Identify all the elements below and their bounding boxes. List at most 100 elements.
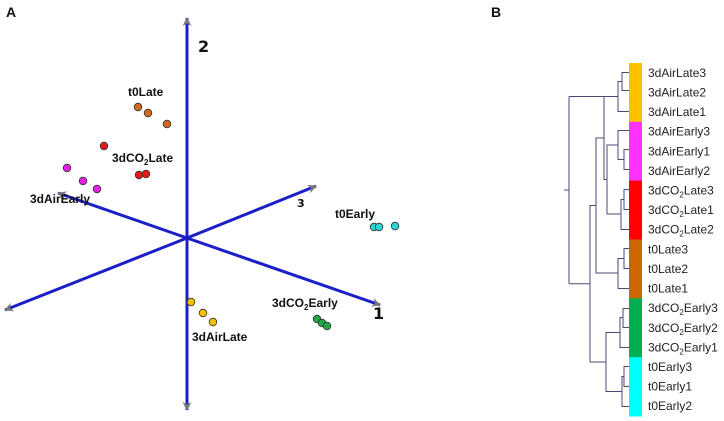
point-3dCO2Late-1 bbox=[99, 141, 109, 151]
leaf-color-cell bbox=[629, 161, 642, 182]
leaf-color-cell bbox=[629, 141, 642, 162]
leaf-label: 3dAirLate2 bbox=[648, 85, 706, 99]
leaf-label: t0Late3 bbox=[648, 242, 688, 256]
leaf-label: 3dAirEarly2 bbox=[648, 164, 710, 178]
leaf-label-suffix: Early3 bbox=[684, 301, 718, 315]
leaf-color-cell bbox=[629, 278, 642, 299]
point-3dCO2Early-3 bbox=[322, 321, 332, 331]
group-t0Late: t0Late bbox=[128, 85, 172, 129]
point-t0Late-1 bbox=[133, 102, 143, 112]
leaf-color-cell bbox=[629, 396, 642, 417]
leaf-label-text: t0Early1 bbox=[648, 380, 692, 394]
leaf-label-text: 3dCO bbox=[648, 183, 679, 197]
leaf-label: 3dCO2Early3 bbox=[648, 301, 718, 317]
leaf-label: t0Early1 bbox=[648, 380, 692, 394]
leaf-label-text: t0Late1 bbox=[648, 282, 688, 296]
label-3dCO2Early-pre: 3dCO bbox=[272, 296, 304, 310]
axis-1-label: 1 bbox=[373, 304, 384, 323]
leaf-label-suffix: Late3 bbox=[684, 183, 714, 197]
group-3dAirLate: 3dAirLate bbox=[186, 297, 248, 344]
panel-b: B bbox=[491, 4, 718, 417]
label-3dCO2Late: 3dCO2Late bbox=[112, 151, 173, 167]
leaf-label-subscript: 2 bbox=[679, 328, 684, 337]
leaf-label-text: 3dCO bbox=[648, 203, 679, 217]
point-3dAirLate-1 bbox=[186, 297, 196, 307]
label-3dCO2Late-pre: 3dCO bbox=[112, 151, 144, 165]
label-3dAirLate: 3dAirLate bbox=[192, 330, 248, 344]
leaf-label-text: 3dAirLate2 bbox=[648, 85, 706, 99]
leaf-label: 3dCO2Late3 bbox=[648, 183, 714, 199]
group-3dAirEarly: 3dAirEarly bbox=[30, 163, 102, 206]
leaf-label-suffix: Early1 bbox=[684, 340, 718, 354]
axis-3-label: 3 bbox=[297, 197, 305, 210]
leaf-label-text: 3dCO bbox=[648, 340, 679, 354]
point-t0Early-3 bbox=[390, 221, 400, 231]
point-t0Late-3 bbox=[162, 119, 172, 129]
label-t0Early: t0Early bbox=[335, 207, 375, 221]
axis-3-line bbox=[186, 184, 317, 240]
leaf-label-subscript: 2 bbox=[679, 210, 684, 219]
leaf-label-subscript: 2 bbox=[679, 230, 684, 239]
leaf-label: 3dAirEarly3 bbox=[648, 125, 710, 139]
group-t0Early: t0Early bbox=[335, 207, 400, 232]
point-t0Late-2 bbox=[143, 108, 153, 118]
axis-1-negative-line bbox=[57, 191, 188, 240]
point-3dAirLate-2 bbox=[198, 308, 208, 318]
leaf-labels: 3dAirLate3 3dAirLate2 3dAirLate1 3dAirEarly… bbox=[648, 66, 718, 413]
point-3dAirEarly-3 bbox=[92, 184, 102, 194]
label-t0Late: t0Late bbox=[128, 85, 164, 99]
axis-1-line bbox=[186, 236, 381, 307]
axis-2-label: 2 bbox=[198, 37, 209, 56]
leaf-color-cell bbox=[629, 200, 642, 221]
axis-3-negative-line bbox=[4, 236, 188, 312]
leaf-label-subscript: 2 bbox=[679, 190, 684, 199]
leaf-color-cell bbox=[629, 239, 642, 260]
point-3dAirLate-3 bbox=[208, 317, 218, 327]
leaf-label-text: 3dAirLate1 bbox=[648, 105, 706, 119]
point-3dAirEarly-1 bbox=[62, 163, 72, 173]
leaf-label-text: 3dCO bbox=[648, 301, 679, 315]
leaf-label: t0Late2 bbox=[648, 262, 688, 276]
leaf-label: 3dCO2Late1 bbox=[648, 203, 714, 219]
label-3dCO2Early-post: Early bbox=[308, 296, 338, 310]
leaf-label-text: 3dAirEarly3 bbox=[648, 125, 710, 139]
group-3dCO2Early: 3dCO2Early bbox=[272, 296, 338, 331]
label-3dCO2Late-post: Late bbox=[148, 151, 173, 165]
leaf-label: 3dAirEarly1 bbox=[648, 144, 710, 158]
leaf-label-text: 3dCO bbox=[648, 223, 679, 237]
leaf-label: 3dAirLate3 bbox=[648, 66, 706, 80]
leaf-label-suffix: Late1 bbox=[684, 203, 714, 217]
leaf-label-text: 3dAirEarly2 bbox=[648, 164, 710, 178]
label-3dAirEarly: 3dAirEarly bbox=[30, 192, 90, 206]
leaf-label-text: 3dAirEarly1 bbox=[648, 144, 710, 158]
leaf-label-text: t0Early2 bbox=[648, 399, 692, 413]
leaf-color-cell bbox=[629, 219, 642, 240]
leaf-color-cell bbox=[629, 180, 642, 201]
point-3dCO2Late-3 bbox=[141, 169, 151, 179]
leaf-label-text: t0Early3 bbox=[648, 360, 692, 374]
leaf-color-cell bbox=[629, 82, 642, 103]
label-3dCO2Early-sub: 2 bbox=[304, 303, 309, 312]
leaf-color-cell bbox=[629, 259, 642, 280]
leaf-color-cell bbox=[629, 357, 642, 378]
label-3dCO2Late-sub: 2 bbox=[144, 158, 149, 167]
leaf-label-text: 3dAirLate3 bbox=[648, 66, 706, 80]
leaf-label-suffix: Early2 bbox=[684, 321, 718, 335]
leaf-color-cell bbox=[629, 317, 642, 339]
leaf-label: t0Early2 bbox=[648, 399, 692, 413]
panel-a: A 2 1 3 t0Late 3dCO2Late bbox=[4, 4, 400, 411]
point-3dAirEarly-2 bbox=[78, 176, 88, 186]
leaf-label: 3dAirLate1 bbox=[648, 105, 706, 119]
leaf-label: 3dCO2Early2 bbox=[648, 321, 718, 337]
dendrogram bbox=[564, 72, 629, 407]
panel-b-letter: B bbox=[491, 4, 501, 20]
leaf-label: t0Early3 bbox=[648, 360, 692, 374]
leaf-color-cell bbox=[629, 376, 642, 397]
leaf-label: 3dCO2Late2 bbox=[648, 223, 714, 239]
leaf-color-cell bbox=[629, 63, 642, 84]
leaf-color-cell bbox=[629, 102, 642, 123]
point-3dCO2Late-2 bbox=[134, 170, 144, 180]
point-t0Early-2 bbox=[374, 222, 384, 232]
leaf-color-bar bbox=[629, 63, 642, 417]
leaf-label-subscript: 2 bbox=[679, 308, 684, 317]
